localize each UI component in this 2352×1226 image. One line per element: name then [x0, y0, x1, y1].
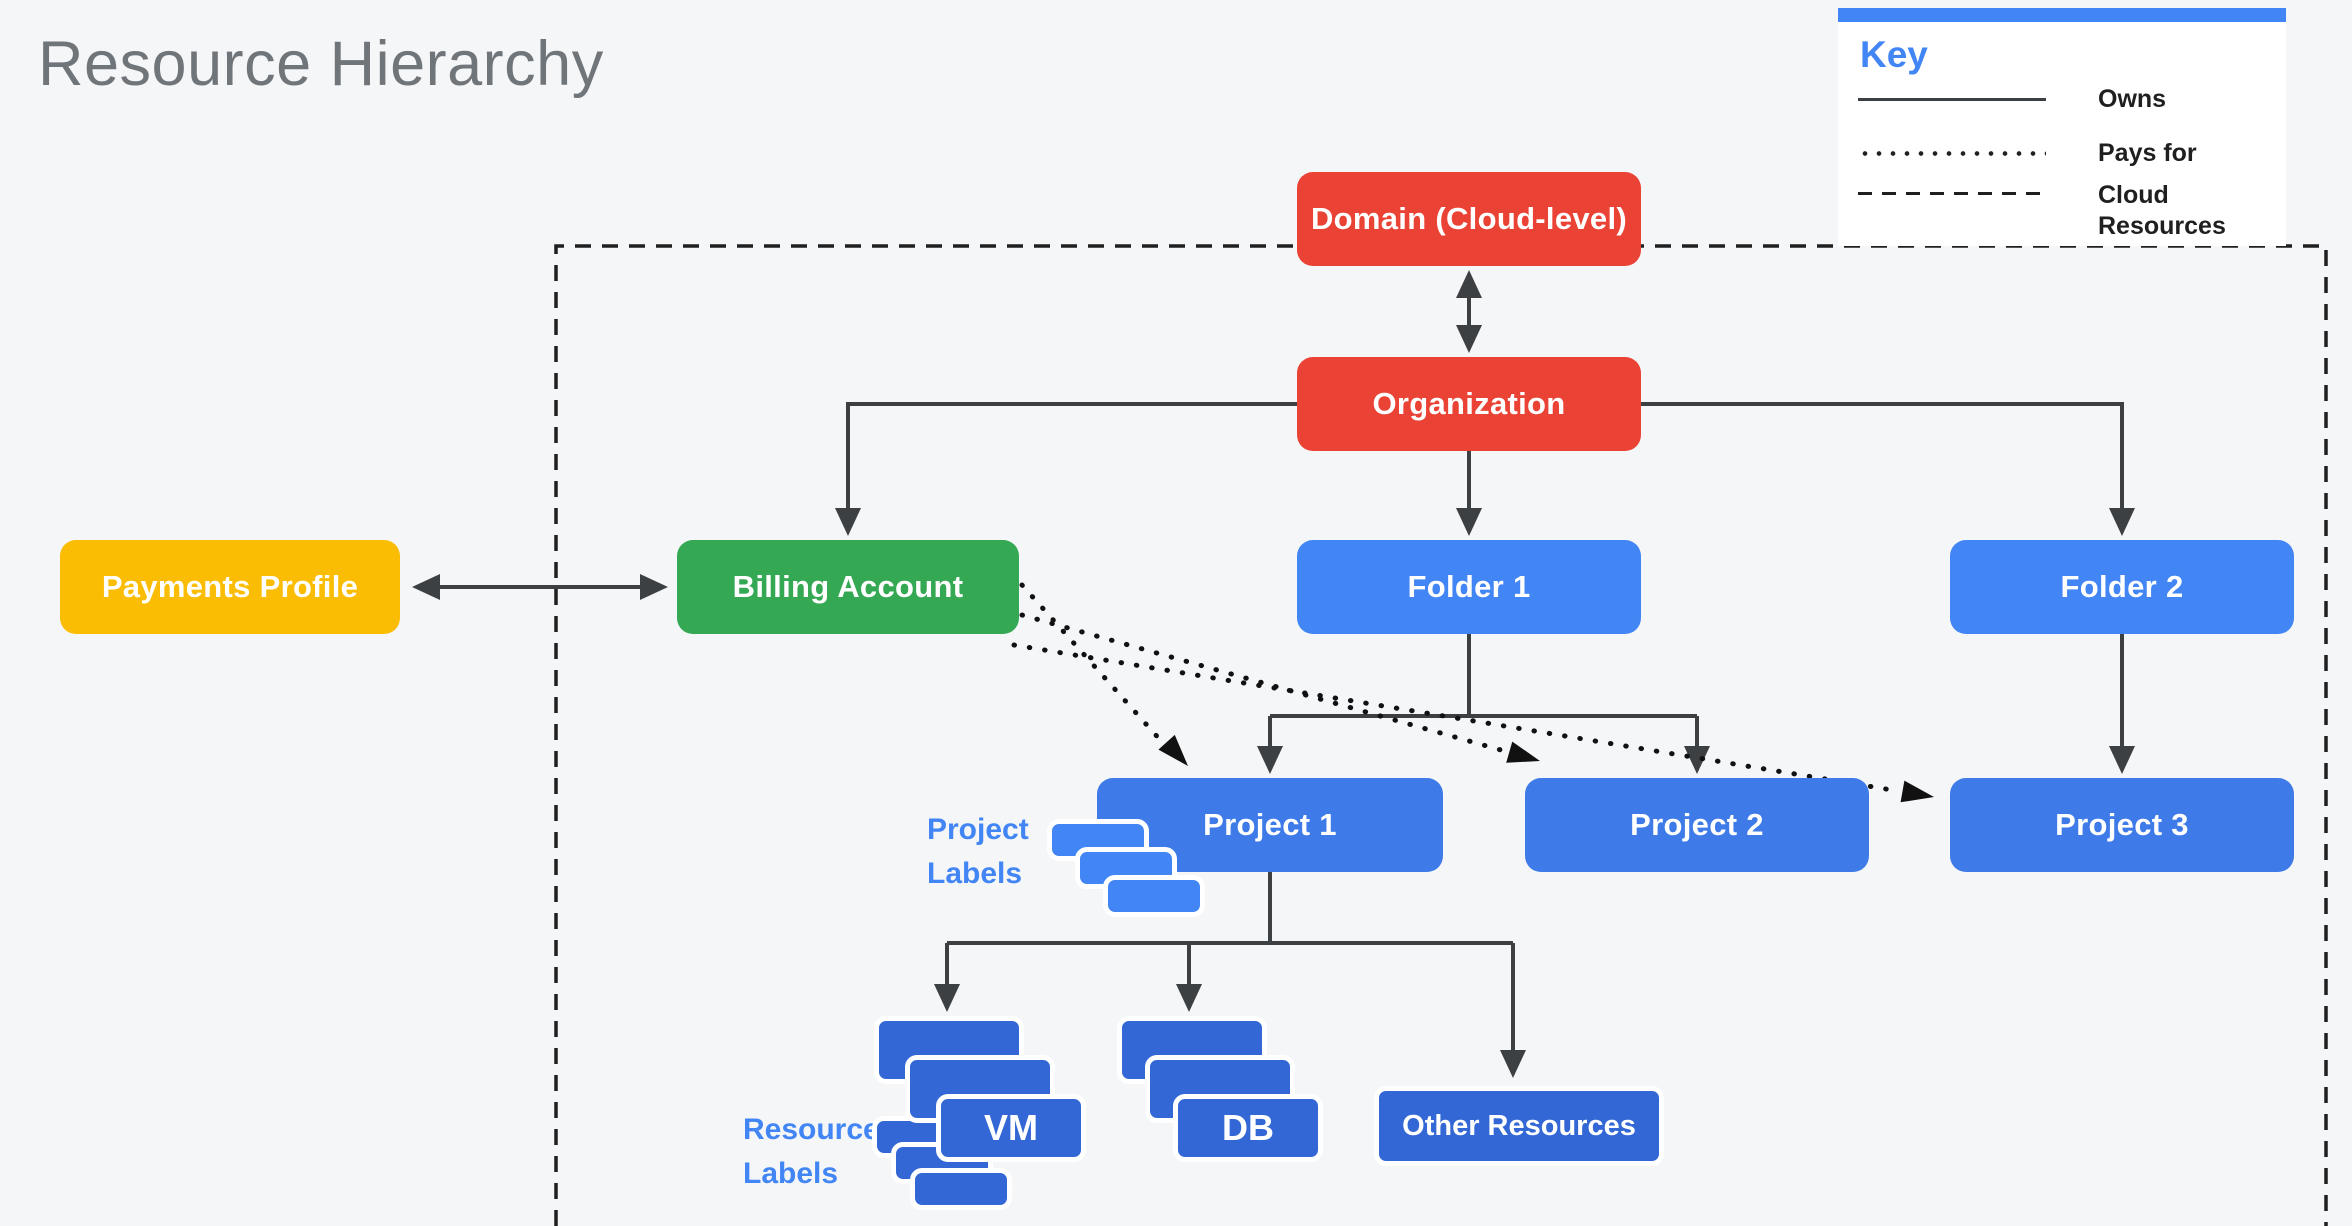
node-db: DB	[1173, 1094, 1323, 1162]
dashed-line-sample	[1858, 192, 2046, 195]
project-labels-note-line2: Labels	[927, 857, 1023, 890]
node-project-1-label: Project 1	[1203, 807, 1337, 842]
project-label-card	[1103, 875, 1205, 917]
legend-row-owns: Owns	[1858, 84, 2268, 115]
resource-label-card	[910, 1168, 1012, 1210]
legend-label-pays-for: Pays for	[2098, 139, 2197, 167]
resource-labels-note-line1: Resource	[743, 1113, 880, 1146]
legend-row-cloud-resources: Cloud Resources	[1858, 180, 2268, 242]
project-labels-note-line1: Project	[927, 813, 1029, 846]
node-payments-profile-label: Payments Profile	[101, 569, 359, 604]
legend-label-owns: Owns	[2098, 85, 2167, 113]
page-title: Resource Hierarchy	[38, 29, 604, 99]
owns-connectors	[438, 294, 2124, 1050]
project-labels-note: Project Labels	[927, 808, 1029, 896]
node-organization-label: Organization	[1372, 386, 1566, 421]
node-project-2: Project 2	[1525, 778, 1869, 872]
node-vm-label: VM	[984, 1107, 1038, 1148]
node-folder-1: Folder 1	[1297, 540, 1641, 634]
dotted-line-sample	[1858, 151, 2046, 156]
node-domain: Domain (Cloud-level)	[1297, 172, 1641, 266]
node-project-2-label: Project 2	[1630, 807, 1764, 842]
solid-line-sample	[1858, 98, 2046, 101]
node-folder-2-label: Folder 2	[2060, 569, 2184, 604]
pays-for-arrowheads	[1158, 734, 1934, 803]
owns-arrowheads	[412, 270, 2135, 1078]
node-project-3: Project 3	[1950, 778, 2294, 872]
legend-top-bar	[1838, 8, 2286, 22]
node-vm: VM	[936, 1094, 1086, 1162]
node-domain-label: Domain (Cloud-level)	[1310, 201, 1627, 236]
legend: Key Owns Pays for Cloud Resources	[1838, 8, 2286, 246]
node-payments-profile: Payments Profile	[60, 540, 400, 634]
node-other-resources-label: Other Resources	[1402, 1109, 1636, 1142]
node-organization: Organization	[1297, 357, 1641, 451]
node-other-resources: Other Resources	[1374, 1086, 1664, 1166]
node-billing-account-label: Billing Account	[732, 569, 964, 604]
node-folder-1-label: Folder 1	[1407, 569, 1531, 604]
resource-labels-note-line2: Labels	[743, 1157, 839, 1190]
legend-row-pays-for: Pays for	[1858, 138, 2268, 169]
legend-title: Key	[1860, 34, 1928, 75]
legend-label-cloud-resources: Cloud Resources	[2098, 181, 2226, 240]
node-project-3-label: Project 3	[2055, 807, 2189, 842]
pays-for-connectors	[1011, 582, 1901, 794]
node-db-label: DB	[1222, 1107, 1274, 1148]
node-folder-2: Folder 2	[1950, 540, 2294, 634]
resource-labels-note: Resource Labels	[743, 1108, 880, 1196]
node-billing-account: Billing Account	[677, 540, 1019, 634]
